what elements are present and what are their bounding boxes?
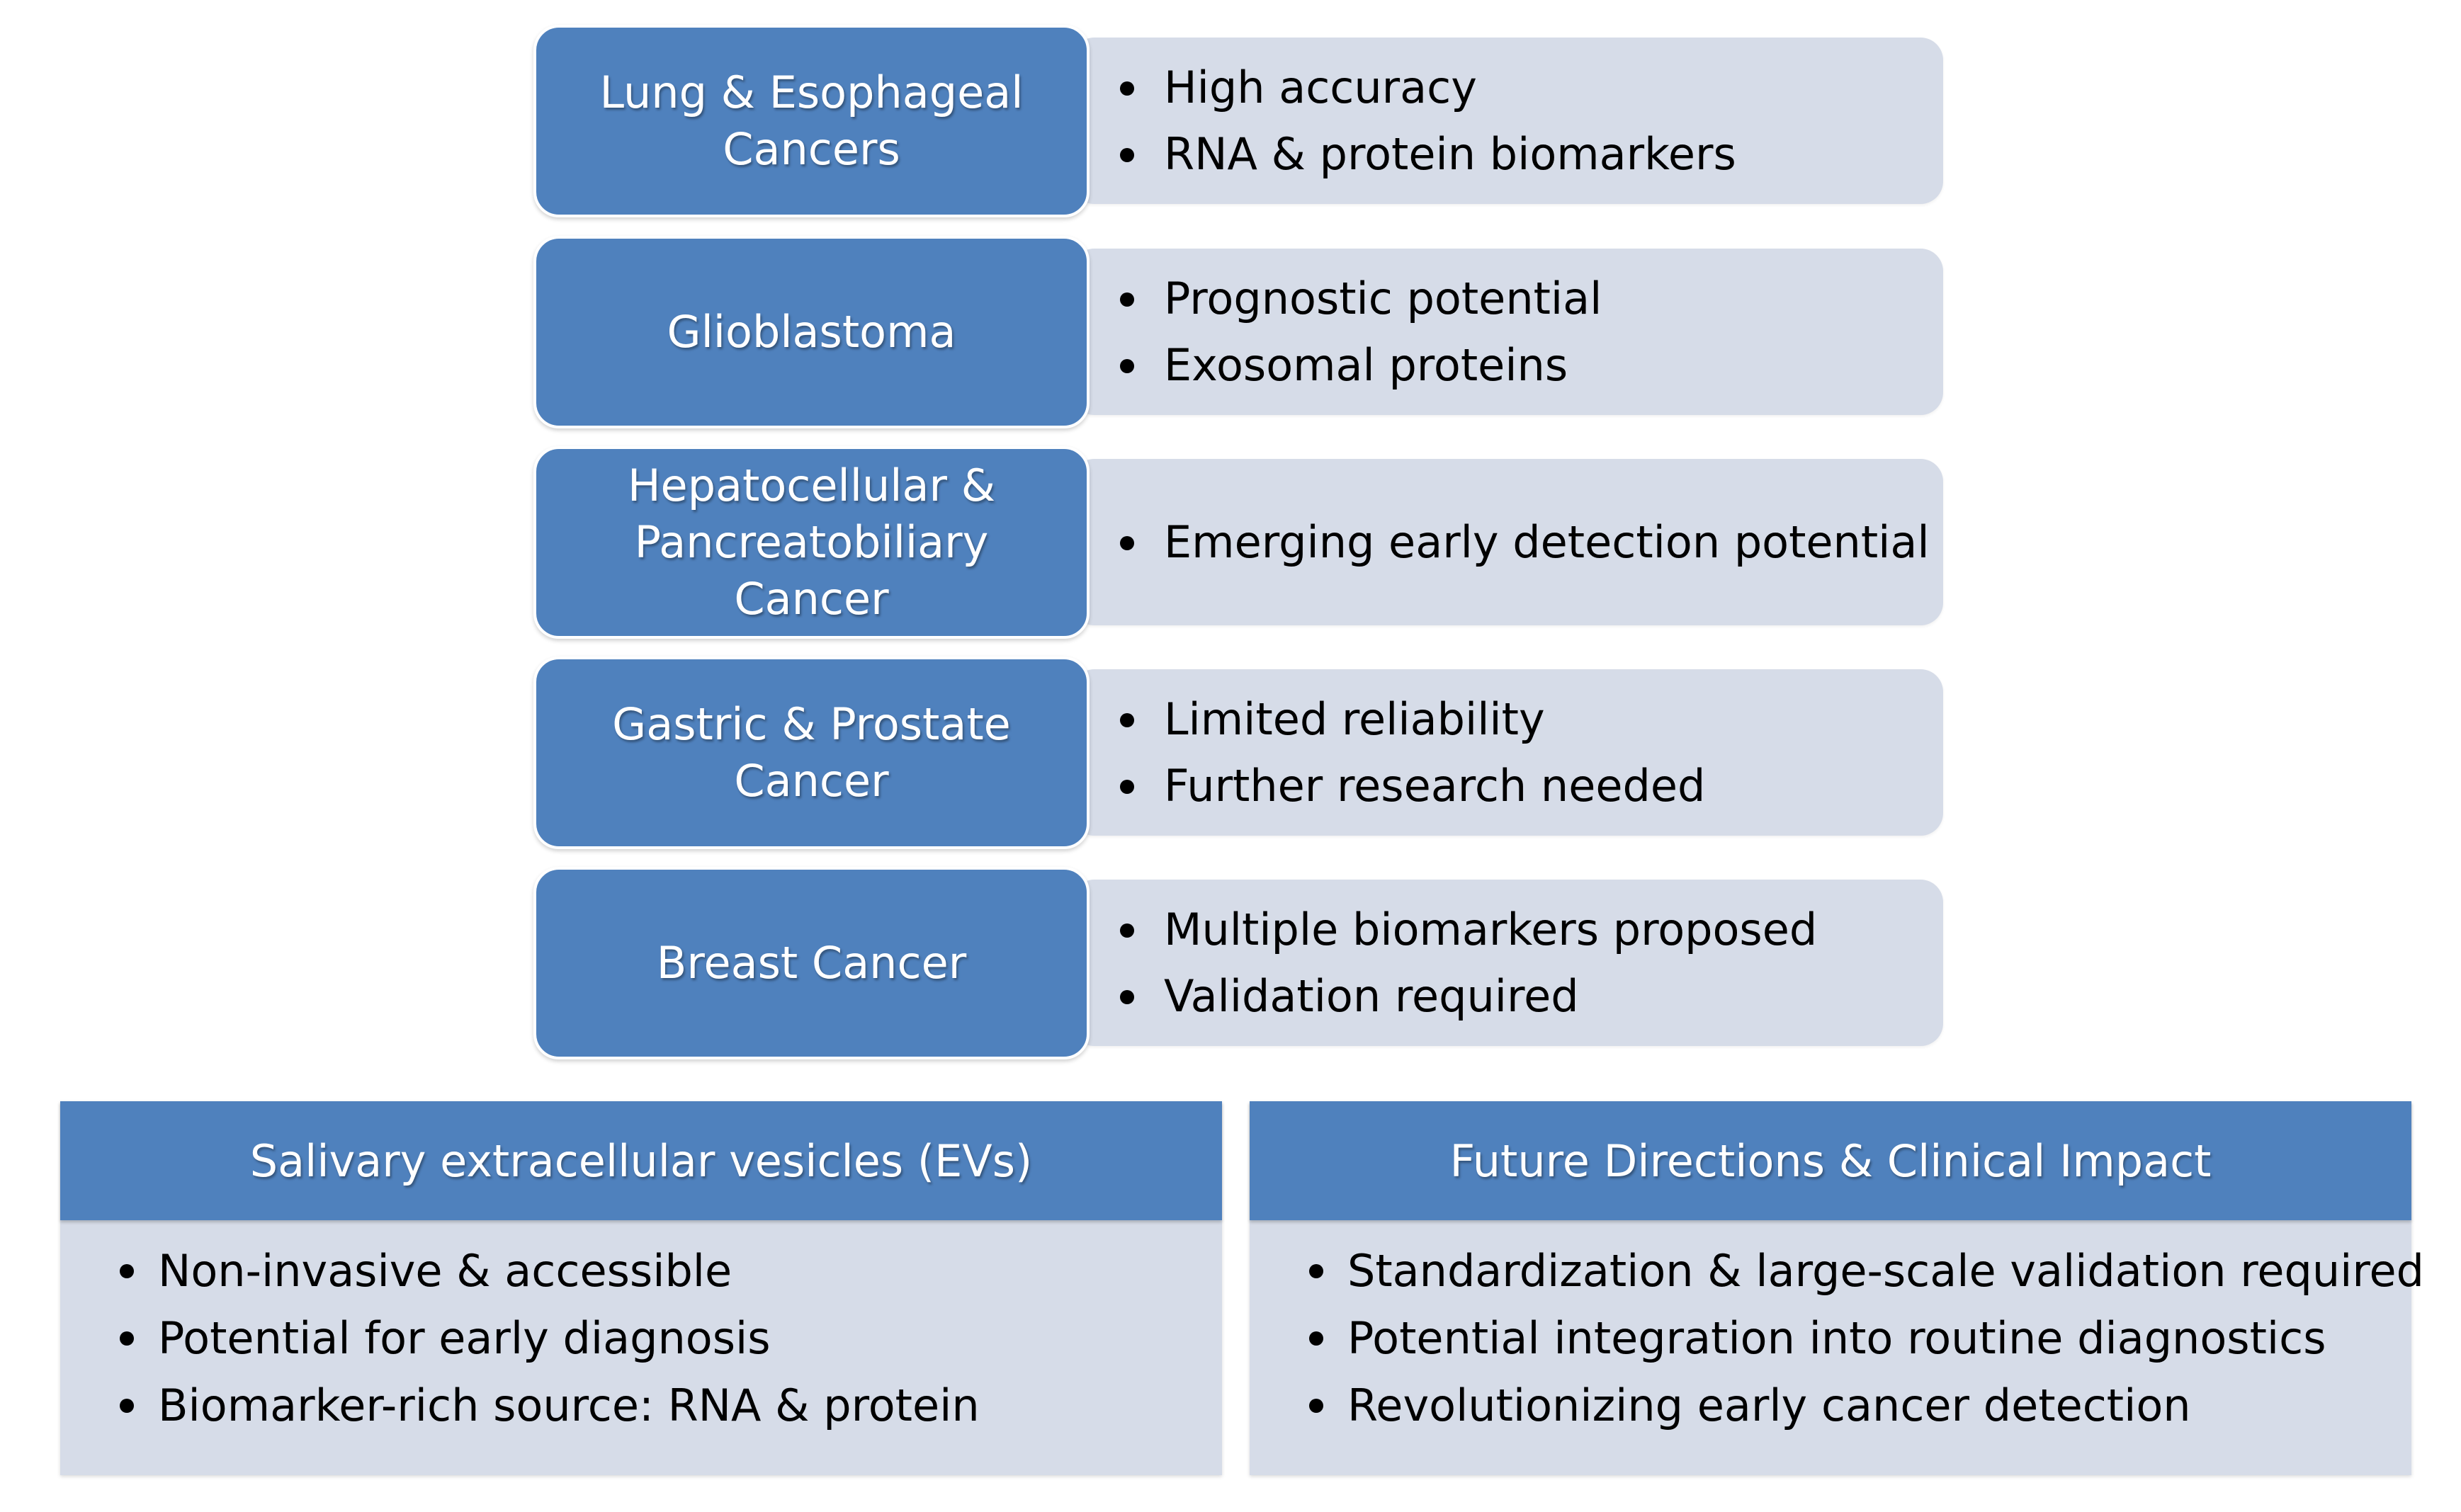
- row-detail-box: Limited reliability Further research nee…: [1072, 669, 1943, 836]
- cancer-row-lung-esophageal: High accuracy RNA & protein biomarkers L…: [533, 25, 1945, 217]
- row-label-box: Glioblastoma: [533, 236, 1090, 428]
- cancer-row-hepatocellular-pancreatobiliary: Emerging early detection potential Hepat…: [533, 446, 1945, 639]
- bullet-list: Limited reliability Further research nee…: [1114, 686, 1929, 819]
- bullet-item: Limited reliability: [1114, 686, 1929, 753]
- cancer-row-breast: Multiple biomarkers proposed Validation …: [533, 867, 1945, 1059]
- row-label: Breast Cancer: [656, 937, 967, 989]
- cancer-row-gastric-prostate: Limited reliability Further research nee…: [533, 656, 1945, 849]
- bullet-item: High accuracy: [1114, 55, 1929, 121]
- row-label-box: Gastric & Prostate Cancer: [533, 656, 1090, 849]
- row-label: Glioblastoma: [667, 306, 956, 358]
- bullet-item: Prognostic potential: [1114, 266, 1929, 332]
- bullet-list: Standardization & large-scale validation…: [1277, 1237, 2424, 1439]
- panel-header: Salivary extracellular vesicles (EVs): [60, 1101, 1222, 1220]
- row-label: Gastric & Prostate Cancer: [612, 698, 1011, 807]
- bullet-item: Standardization & large-scale validation…: [1277, 1237, 2424, 1304]
- panel-title: Salivary extracellular vesicles (EVs): [249, 1135, 1033, 1187]
- row-detail-box: Emerging early detection potential: [1072, 459, 1943, 625]
- row-detail-box: Prognostic potential Exosomal proteins: [1072, 249, 1943, 415]
- bullet-item: RNA & protein biomarkers: [1114, 121, 1929, 188]
- bullet-list: Prognostic potential Exosomal proteins: [1114, 266, 1929, 399]
- cancer-row-glioblastoma: Prognostic potential Exosomal proteins G…: [533, 236, 1945, 428]
- bullet-item: Emerging early detection potential: [1114, 509, 1930, 576]
- bullet-item: Multiple biomarkers proposed: [1114, 897, 1929, 963]
- bullet-list: Multiple biomarkers proposed Validation …: [1114, 897, 1929, 1030]
- panel-header: Future Directions & Clinical Impact: [1250, 1101, 2411, 1220]
- panel-title: Future Directions & Clinical Impact: [1449, 1135, 2212, 1187]
- panel-future-directions: Future Directions & Clinical Impact Stan…: [1250, 1101, 2424, 1475]
- bullet-item: Revolutionizing early cancer detection: [1277, 1372, 2397, 1439]
- bullet-item: Biomarker-rich source: RNA & protein: [87, 1372, 1208, 1439]
- bullet-item: Potential integration into routine diagn…: [1277, 1304, 2397, 1372]
- bullet-item: Exosomal proteins: [1114, 332, 1929, 399]
- bullet-item: Further research needed: [1114, 753, 1929, 819]
- row-detail-box: High accuracy RNA & protein biomarkers: [1072, 38, 1943, 204]
- bullet-item: Potential for early diagnosis: [87, 1304, 1208, 1372]
- row-label-box: Hepatocellular & Pancreatobiliary Cancer: [533, 446, 1090, 639]
- bullet-list: Non-invasive & accessible Potential for …: [87, 1237, 1208, 1439]
- row-label: Hepatocellular & Pancreatobiliary Cancer: [627, 460, 996, 625]
- bullet-list: Emerging early detection potential: [1114, 509, 1930, 576]
- bullet-list: High accuracy RNA & protein biomarkers: [1114, 55, 1929, 188]
- row-label-box: Lung & Esophageal Cancers: [533, 25, 1090, 217]
- row-label: Lung & Esophageal Cancers: [599, 67, 1024, 175]
- row-detail-box: Multiple biomarkers proposed Validation …: [1072, 880, 1943, 1046]
- bullet-item: Validation required: [1114, 963, 1929, 1030]
- bullet-item: Non-invasive & accessible: [87, 1237, 1208, 1304]
- panel-salivary-evs: Salivary extracellular vesicles (EVs) No…: [60, 1101, 1222, 1475]
- row-label-box: Breast Cancer: [533, 867, 1090, 1059]
